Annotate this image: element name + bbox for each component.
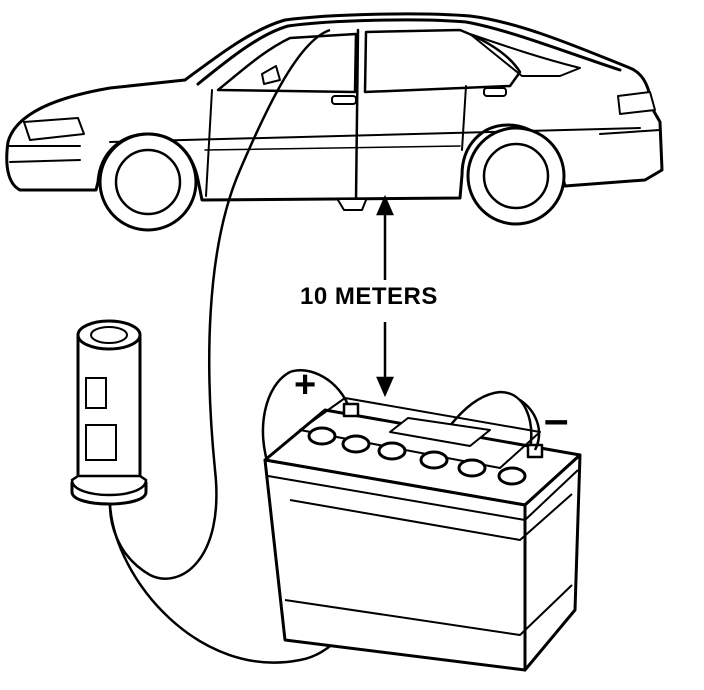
charger-probe-icon bbox=[72, 321, 146, 504]
battery-icon bbox=[265, 398, 580, 670]
negative-terminal-label: – bbox=[544, 395, 569, 444]
negative-lead bbox=[520, 400, 539, 450]
positive-terminal-label: + bbox=[294, 364, 317, 406]
car-icon bbox=[7, 14, 662, 230]
test-cable bbox=[110, 30, 330, 579]
distance-label: 10 METERS bbox=[300, 283, 438, 310]
distance-arrow bbox=[378, 198, 392, 394]
